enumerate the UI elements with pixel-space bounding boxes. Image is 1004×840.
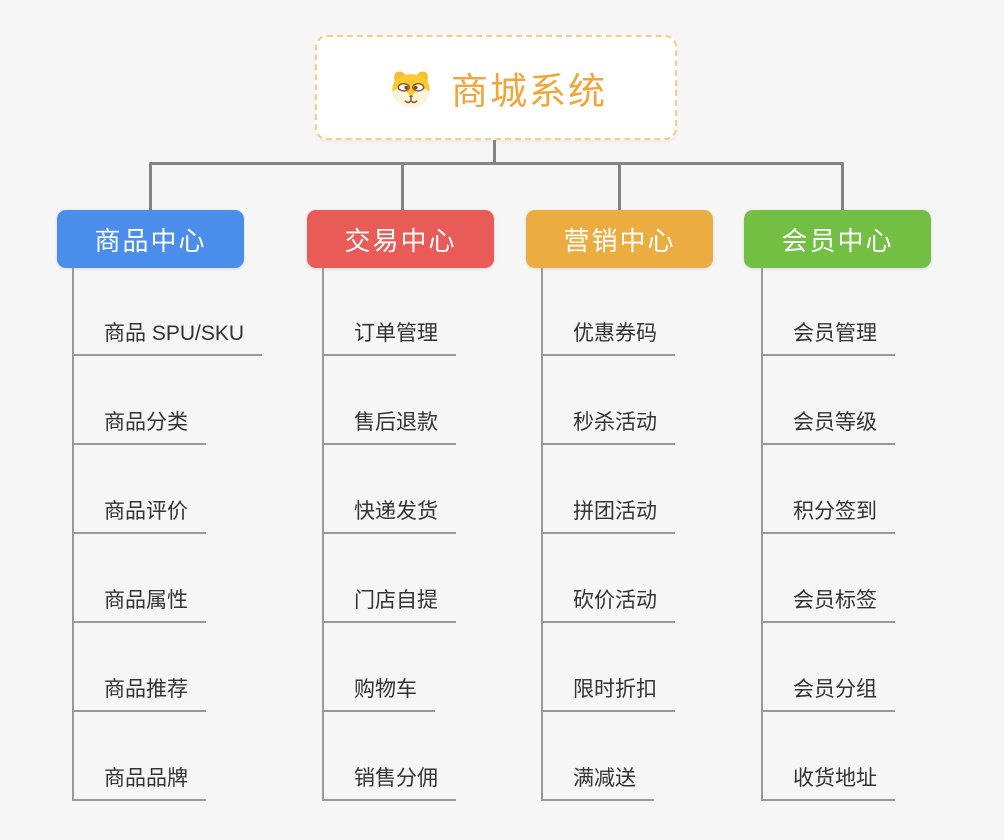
leaf-product-spu-sku[interactable]: 商品 SPU/SKU xyxy=(72,320,263,356)
leaf-coupon-code[interactable]: 优惠券码 xyxy=(541,320,675,356)
leaf-express-delivery[interactable]: 快递发货 xyxy=(322,498,456,534)
branch-member-center[interactable]: 会员中心 xyxy=(744,210,931,268)
branch-3-children: 优惠券码 秒杀活动 拼团活动 砍价活动 限时折扣 满减送 xyxy=(541,268,776,801)
branch-marketing-center[interactable]: 营销中心 xyxy=(526,210,713,268)
connector-bus xyxy=(149,162,844,165)
branch-trade-center[interactable]: 交易中心 xyxy=(307,210,494,268)
connector-drop-2 xyxy=(401,164,404,210)
leaf-sales-commission[interactable]: 销售分佣 xyxy=(322,765,456,801)
branch-2-children: 订单管理 售后退款 快递发货 门店自提 购物车 销售分佣 xyxy=(322,268,557,801)
leaf-aftersale-refund[interactable]: 售后退款 xyxy=(322,409,456,445)
leaf-product-review[interactable]: 商品评价 xyxy=(72,498,206,534)
branch-product-center[interactable]: 商品中心 xyxy=(57,210,244,268)
leaf-time-limited-discount[interactable]: 限时折扣 xyxy=(541,676,675,712)
leaf-full-reduction[interactable]: 满减送 xyxy=(541,765,654,801)
branch-1-children: 商品 SPU/SKU 商品分类 商品评价 商品属性 商品推荐 商品品牌 xyxy=(72,268,307,801)
leaf-group-buy[interactable]: 拼团活动 xyxy=(541,498,675,534)
leaf-product-category[interactable]: 商品分类 xyxy=(72,409,206,445)
leaf-member-group[interactable]: 会员分组 xyxy=(761,676,895,712)
root-node[interactable]: 商城系统 xyxy=(315,35,677,140)
leaf-product-brand[interactable]: 商品品牌 xyxy=(72,765,206,801)
leaf-member-level[interactable]: 会员等级 xyxy=(761,409,895,445)
leaf-order-management[interactable]: 订单管理 xyxy=(322,320,456,356)
leaf-points-checkin[interactable]: 积分签到 xyxy=(761,498,895,534)
leaf-store-pickup[interactable]: 门店自提 xyxy=(322,587,456,623)
dog-face-icon xyxy=(392,71,430,108)
connector-drop-4 xyxy=(841,164,844,210)
branch-4-children: 会员管理 会员等级 积分签到 会员标签 会员分组 收货地址 xyxy=(761,268,996,801)
leaf-shipping-address[interactable]: 收货地址 xyxy=(761,765,895,801)
leaf-bargain-activity[interactable]: 砍价活动 xyxy=(541,587,675,623)
leaf-flash-sale[interactable]: 秒杀活动 xyxy=(541,409,675,445)
leaf-product-recommend[interactable]: 商品推荐 xyxy=(72,676,206,712)
leaf-member-management[interactable]: 会员管理 xyxy=(761,320,895,356)
leaf-product-attribute[interactable]: 商品属性 xyxy=(72,587,206,623)
connector-drop-1 xyxy=(149,164,152,210)
connector-root-stem xyxy=(493,140,496,164)
leaf-member-tag[interactable]: 会员标签 xyxy=(761,587,895,623)
connector-drop-3 xyxy=(618,164,621,210)
leaf-shopping-cart[interactable]: 购物车 xyxy=(322,676,435,712)
root-title: 商城系统 xyxy=(451,70,607,112)
